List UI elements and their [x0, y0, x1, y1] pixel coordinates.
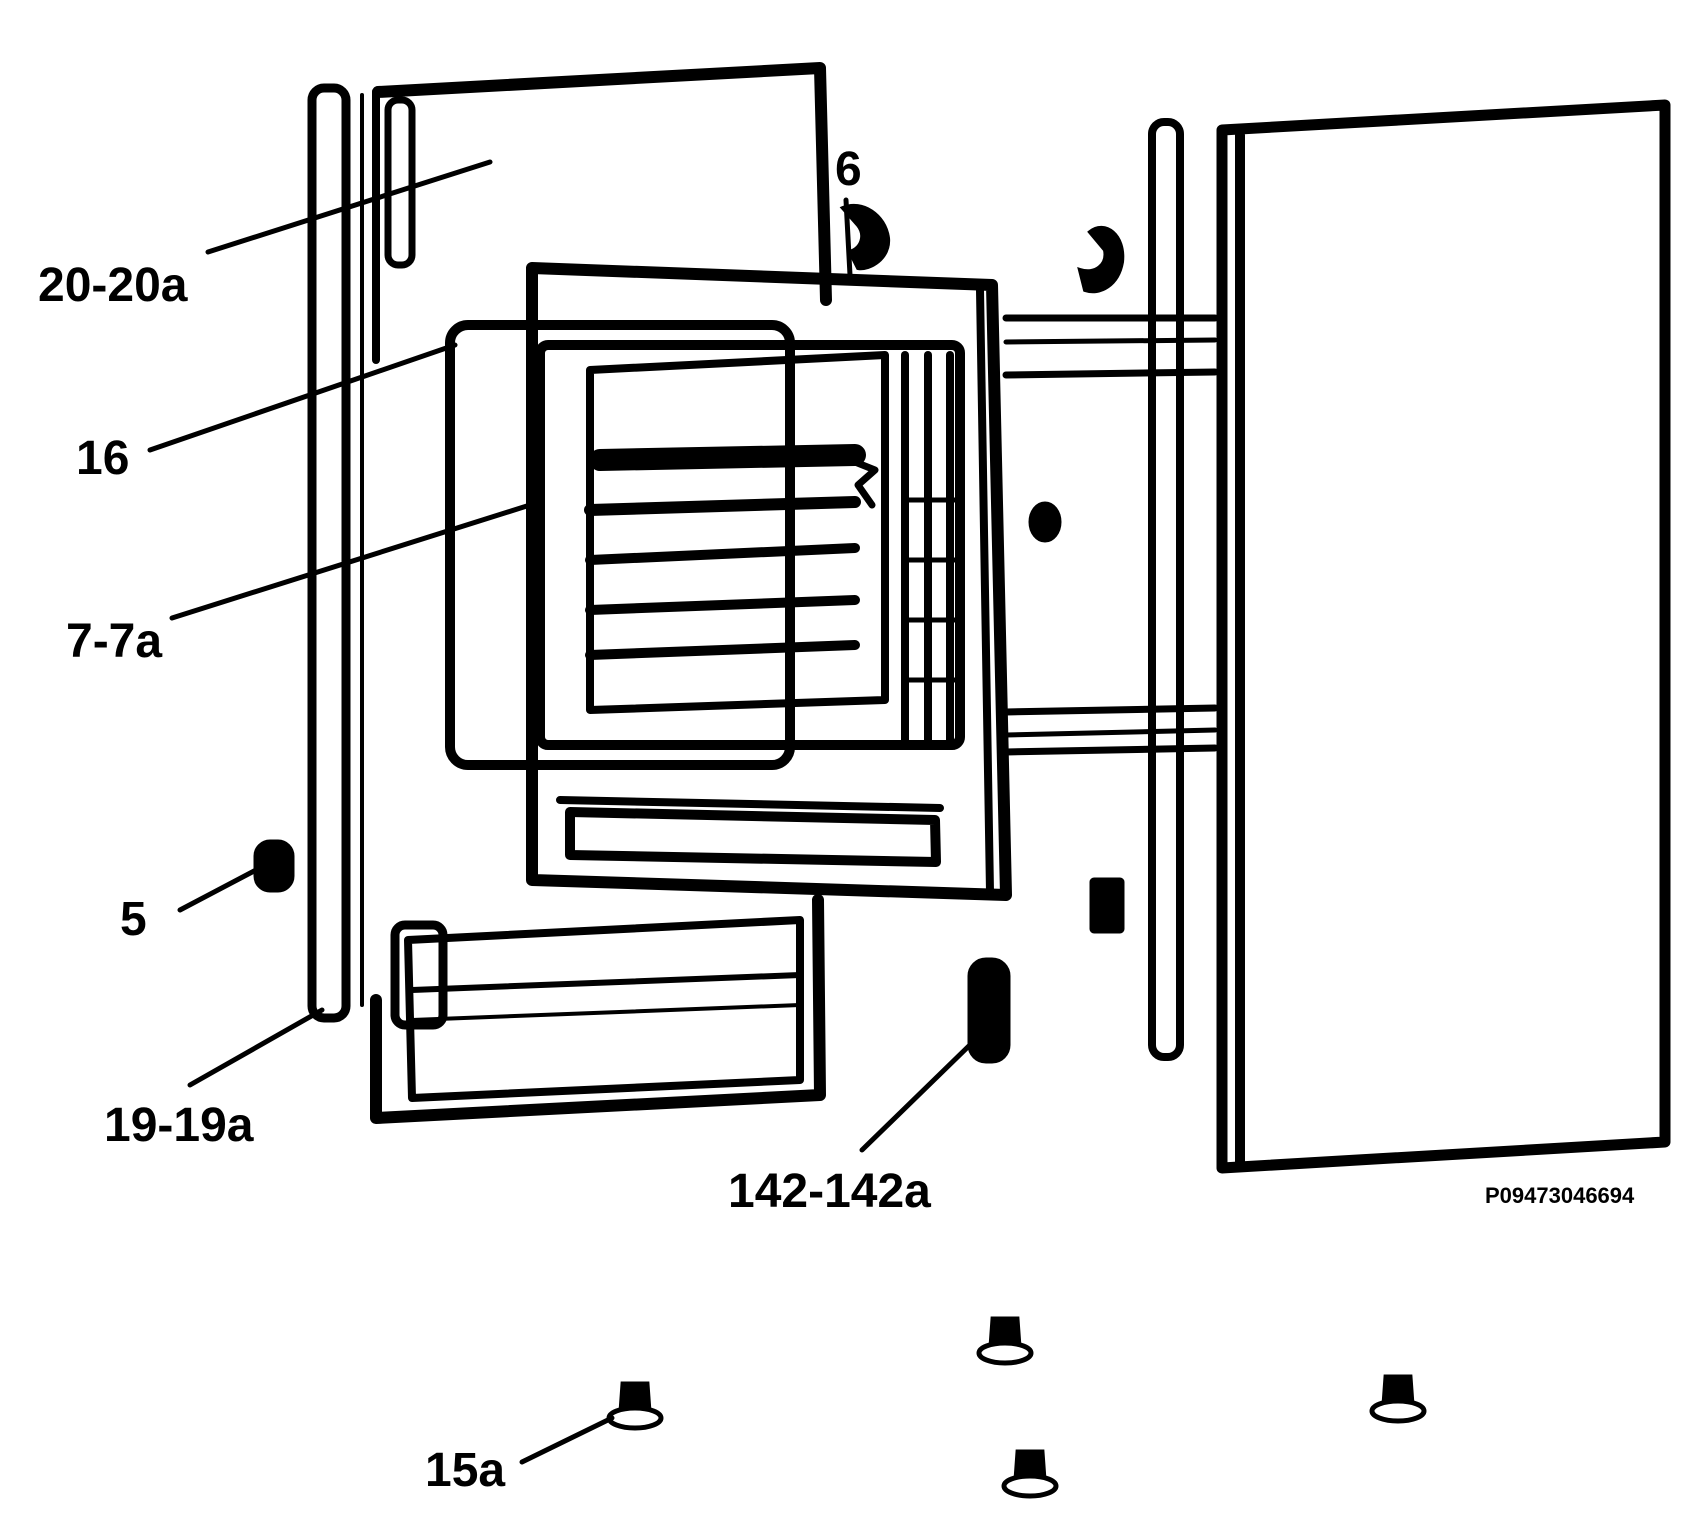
leader-15a [519, 1415, 615, 1465]
leader-7-7a [169, 502, 533, 621]
clip-part-6 [839, 203, 891, 271]
door-frame-part [370, 62, 832, 1124]
side-knob [1028, 501, 1062, 543]
door-seal-strip-part [307, 83, 364, 1023]
label-19-19a: 19-19a [104, 1099, 254, 1152]
leader-lines [147, 159, 978, 1465]
leader-5 [177, 867, 259, 913]
stopper-part-142 [967, 957, 1011, 1064]
glass-retainer-part [445, 320, 965, 770]
hinge-bar-part [1148, 118, 1184, 1061]
label-16: 16 [76, 432, 130, 485]
spacer-block [1089, 877, 1125, 934]
label-5: 5 [120, 893, 147, 946]
leader-16 [147, 342, 458, 453]
label-7-7a: 7-7a [66, 615, 163, 668]
inner-glass-frame-part [526, 262, 1012, 901]
leader-6 [843, 197, 853, 278]
leader-20-20a [205, 159, 493, 255]
leader-142-142a [859, 1037, 978, 1153]
label-20-20a: 20-20a [38, 259, 188, 312]
leader-19-19a [187, 1007, 325, 1088]
feet-part-15a [606, 1316, 1427, 1499]
label-142-142a: 142-142a [728, 1165, 931, 1218]
outer-door-panel [1216, 99, 1671, 1174]
label-6: 6 [835, 143, 862, 196]
hinge-clip-part [1077, 225, 1125, 294]
bump-part-5 [253, 839, 295, 893]
reference-code: P09473046694 [1485, 1183, 1635, 1208]
label-15a: 15a [425, 1444, 506, 1497]
